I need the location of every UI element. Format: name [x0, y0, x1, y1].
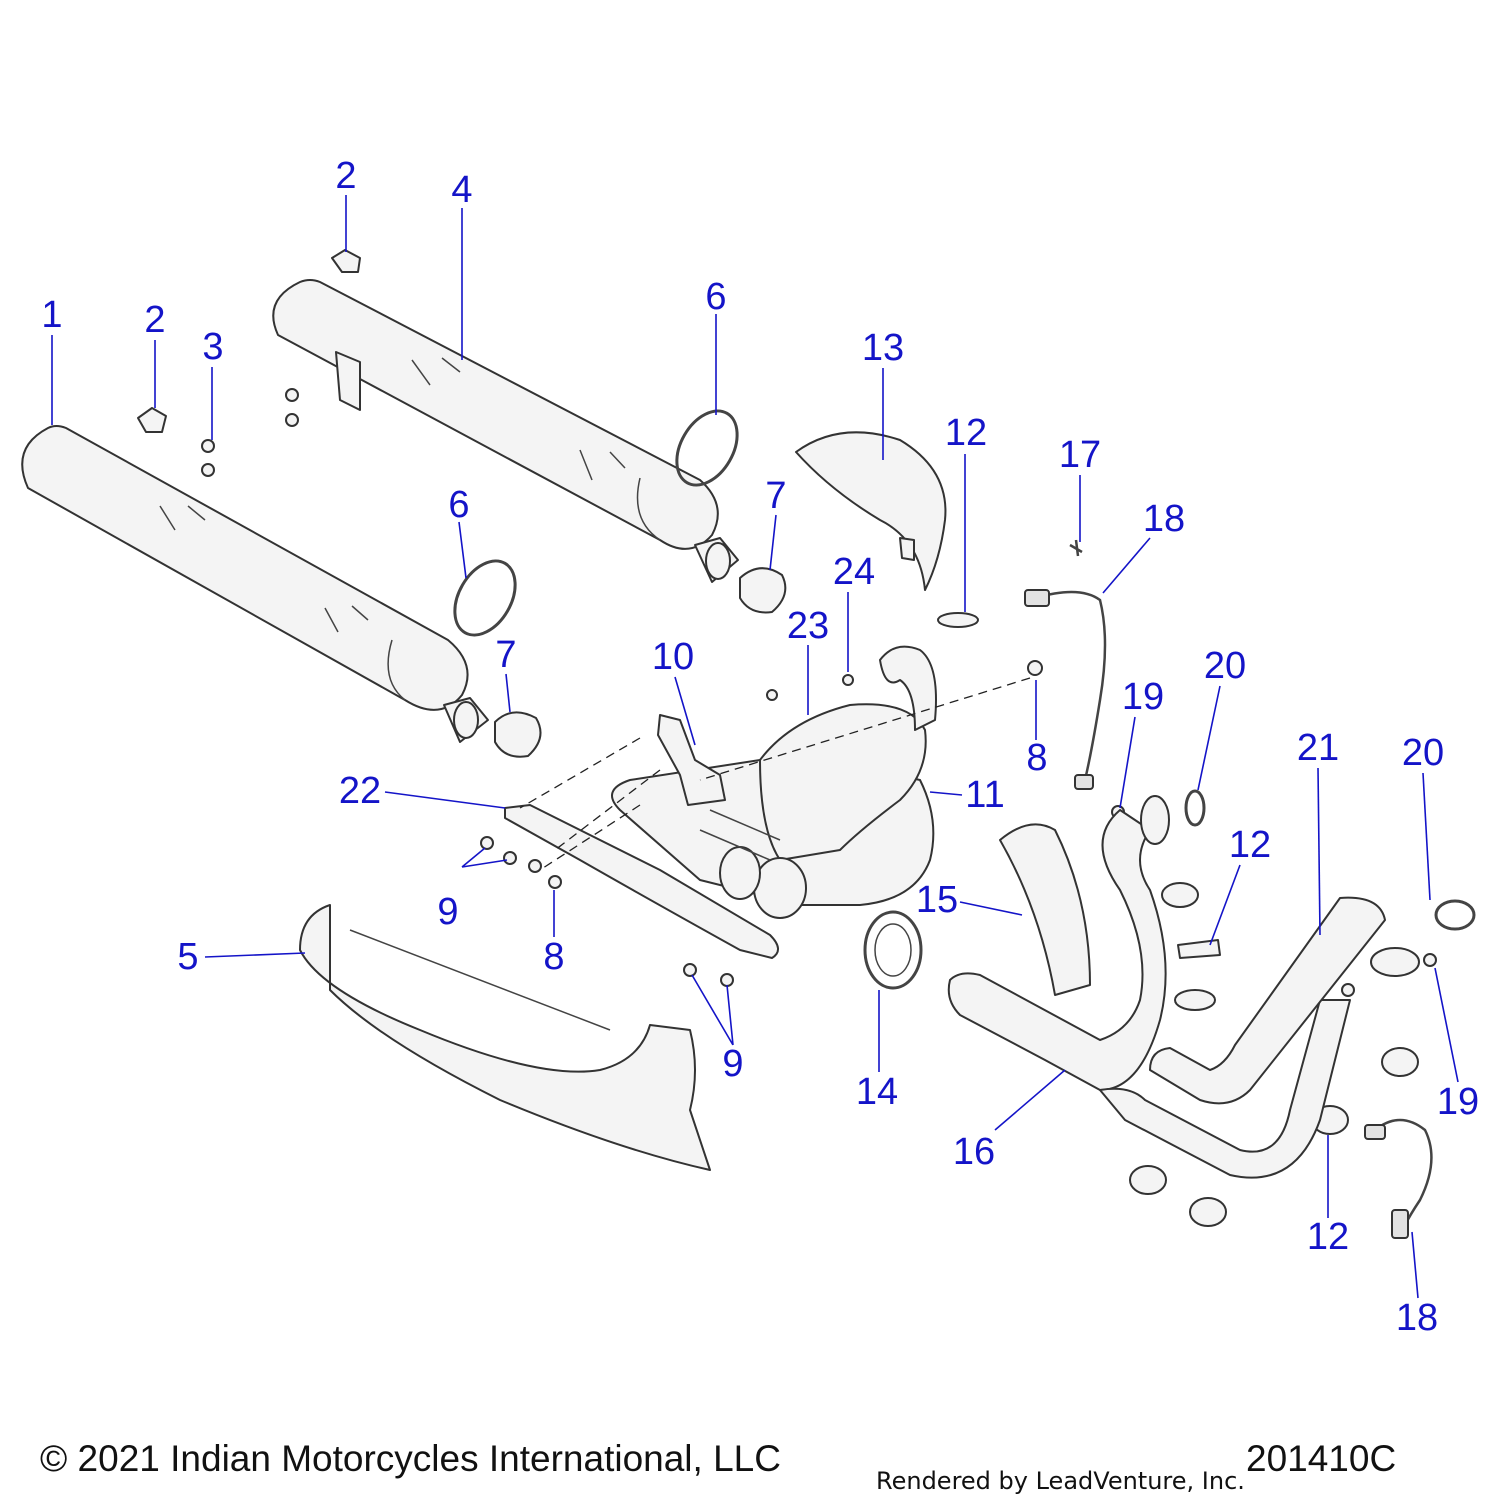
part-18-o2-sensors	[1024, 539, 1433, 1239]
callout-12-middle: 12	[1228, 824, 1272, 866]
part-4-upper-muffler	[272, 279, 739, 583]
callout-3: 3	[202, 326, 224, 368]
callout-7-upper: 7	[765, 475, 787, 517]
callout-12-bottom: 12	[1306, 1216, 1350, 1258]
callout-16: 16	[952, 1131, 996, 1173]
callout-19-top: 19	[1121, 676, 1165, 718]
callout-4: 4	[451, 169, 473, 211]
callout-5: 5	[177, 936, 199, 978]
part-1-lower-muffler	[21, 425, 489, 743]
callout-11: 11	[965, 774, 1005, 816]
callout-7-lower: 7	[495, 634, 517, 676]
callout-8-left: 8	[543, 936, 565, 978]
catalyst-housing-assembly	[504, 645, 937, 959]
callout-6-lower: 6	[448, 484, 470, 526]
callout-18-top: 18	[1142, 498, 1186, 540]
callout-8-right: 8	[1026, 737, 1048, 779]
hardware-upper	[137, 249, 361, 477]
callout-9-left: 9	[437, 891, 459, 933]
callout-18-bottom: 18	[1395, 1297, 1439, 1339]
fasteners	[480, 660, 1437, 997]
callout-1: 1	[41, 294, 63, 336]
callout-15: 15	[915, 879, 959, 921]
callout-17: 17	[1058, 434, 1102, 476]
callout-22: 22	[338, 770, 382, 812]
callout-12-top: 12	[944, 412, 988, 454]
callout-24: 24	[832, 551, 876, 593]
copyright-notice: © 2021 Indian Motorcycles International,…	[40, 1438, 781, 1479]
part-12-clamps	[937, 612, 1419, 1227]
callout-13: 13	[861, 327, 905, 369]
callout-20-top: 20	[1203, 645, 1247, 687]
part-20-gaskets	[1184, 789, 1476, 931]
callout-23: 23	[786, 605, 830, 647]
part-21-heat-shield	[1149, 896, 1386, 1105]
assembly-lines	[519, 677, 1031, 871]
leader-lines	[51, 195, 1459, 1299]
callout-14: 14	[855, 1071, 899, 1113]
callout-20-right: 20	[1401, 732, 1445, 774]
part-14-vband-clamp	[863, 910, 923, 990]
part-5-heat-shield	[299, 904, 711, 1171]
callout-19-bottom: 19	[1436, 1081, 1480, 1123]
bands-and-clamps	[453, 409, 787, 758]
callout-21: 21	[1296, 727, 1340, 769]
callout-6-upper: 6	[705, 276, 727, 318]
callout-2-upper: 2	[335, 155, 357, 197]
rendered-by-credit: Rendered by LeadVenture, Inc.	[876, 1467, 1245, 1495]
drawing-number: 201410C	[1246, 1438, 1397, 1479]
callout-2-lower: 2	[144, 299, 166, 341]
part-15-16-head-pipes	[947, 795, 1420, 1179]
callout-9-lower: 9	[722, 1043, 744, 1085]
callout-10: 10	[651, 636, 695, 678]
